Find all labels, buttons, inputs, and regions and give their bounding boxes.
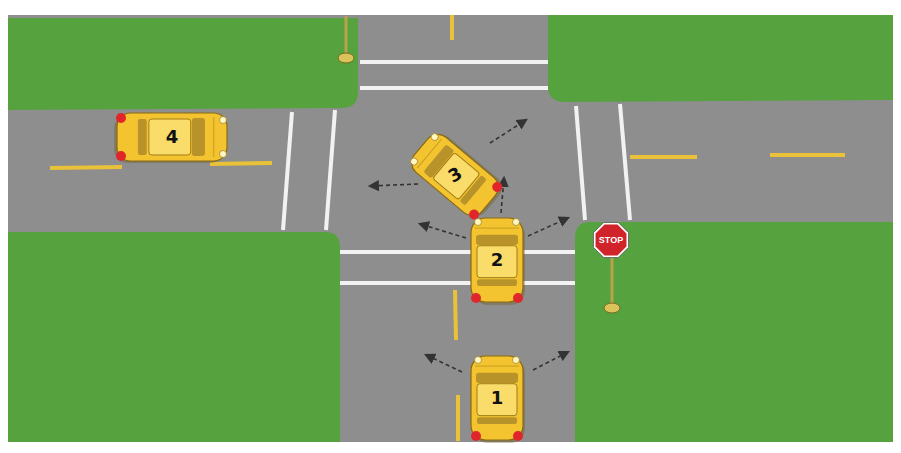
sign-post: [604, 258, 620, 313]
grass: [8, 18, 358, 110]
car: 1: [466, 353, 528, 443]
sign-face: [596, 225, 627, 256]
car-body: [471, 218, 525, 305]
car: 2: [466, 215, 528, 305]
grass: [548, 15, 893, 102]
callout-number: 1: [491, 389, 504, 407]
car-body: [471, 356, 525, 443]
road-surface: [8, 15, 893, 442]
center-line: [50, 15, 845, 441]
stop-sign: STOP: [592, 221, 630, 259]
grass: [575, 222, 893, 442]
car: 3: [405, 125, 505, 225]
sign-border: [593, 222, 628, 257]
grass: [8, 232, 340, 442]
callout-number: 4: [166, 128, 179, 146]
crosswalk: [283, 62, 630, 283]
car: 4: [113, 108, 231, 166]
car-body: [407, 128, 508, 223]
sign-text: STOP: [599, 236, 623, 245]
callout-number: 2: [491, 251, 504, 269]
car-body: [114, 113, 227, 163]
lamp-post: [338, 16, 354, 63]
direction-arrow: [370, 120, 568, 372]
